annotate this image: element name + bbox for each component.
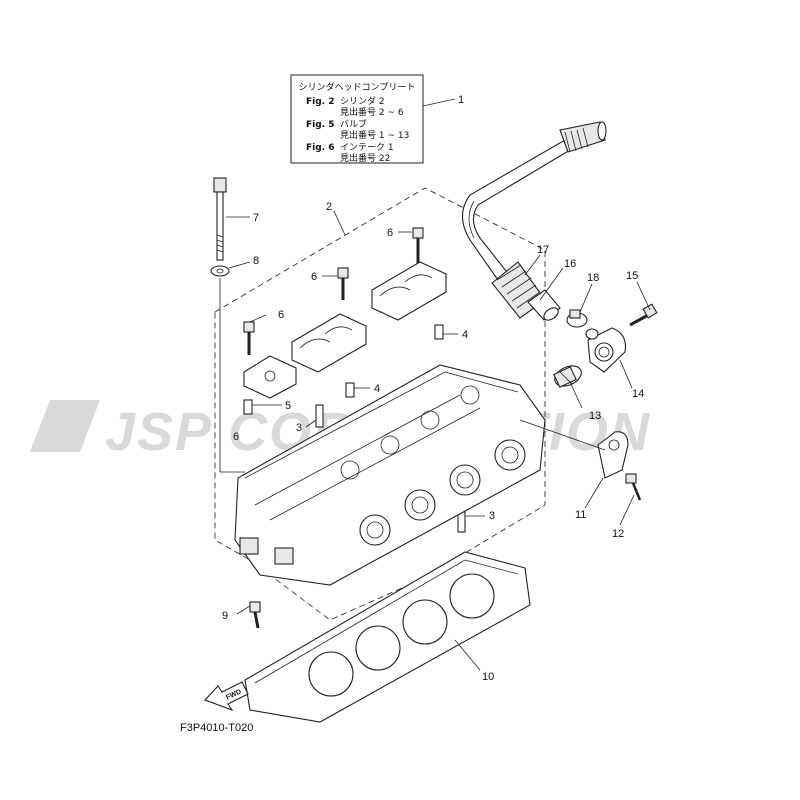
callout-6-a: 6 xyxy=(387,227,393,239)
thermostat xyxy=(553,365,582,388)
callout-17: 17 xyxy=(537,244,549,256)
callout-8: 8 xyxy=(253,255,259,267)
hose-clamp xyxy=(566,309,588,328)
callout-3-a: 3 xyxy=(296,422,302,434)
legend-row-1-ref: 見出番号 2 ~ 6 xyxy=(340,106,404,118)
legend-box: シリンダヘッドコンプリート Fig. 2 シリンダ 2 見出番号 2 ~ 6 F… xyxy=(290,74,424,164)
callout-13: 13 xyxy=(589,410,601,422)
callout-10: 10 xyxy=(482,671,494,683)
legend-row-3-name: インテーク 1 xyxy=(340,142,394,153)
legend-row-1-name: シリンダ 2 xyxy=(340,95,385,107)
callout-7: 7 xyxy=(253,212,259,224)
callout-18: 18 xyxy=(587,272,599,284)
callout-4-b: 4 xyxy=(374,383,380,395)
callout-2: 2 xyxy=(326,201,332,213)
long-bolt xyxy=(213,177,227,261)
callout-6-d: 6 xyxy=(233,431,239,443)
washer xyxy=(210,265,230,277)
bracket xyxy=(597,431,629,479)
dowel-4-b xyxy=(345,382,355,398)
assembly-boundary xyxy=(214,187,546,621)
legend-row-3-fig: Fig. 6 xyxy=(306,143,335,153)
intake-pipe xyxy=(461,121,607,321)
cam-cap-b xyxy=(291,313,367,373)
callout-15: 15 xyxy=(626,270,638,282)
callout-1: 1 xyxy=(458,94,464,106)
bolt-9 xyxy=(249,601,261,629)
cam-cap-c xyxy=(243,355,297,399)
legend-title: シリンダヘッドコンプリート xyxy=(299,81,416,93)
leader-washer-head xyxy=(219,278,245,473)
dowel-4-a xyxy=(434,324,444,340)
fwd-arrow: FWD xyxy=(204,681,249,712)
callout-11: 11 xyxy=(575,509,586,521)
head-gasket xyxy=(244,551,531,723)
pin-3-a xyxy=(315,404,324,428)
callout-3-b: 3 xyxy=(489,510,495,522)
legend-row-3-ref: 見出番号 22 xyxy=(340,152,390,164)
leader-lines xyxy=(226,98,651,671)
bolt-6-c xyxy=(243,321,255,355)
cylinder-head xyxy=(234,364,546,586)
callout-9: 9 xyxy=(222,610,228,622)
callout-6-b: 6 xyxy=(311,271,317,283)
bolt-6-a xyxy=(412,227,424,265)
legend-row-2-ref: 見出番号 1 ~ 13 xyxy=(340,129,409,141)
bolt-12 xyxy=(625,473,642,501)
callout-5: 5 xyxy=(285,400,291,412)
callout-4-a: 4 xyxy=(462,329,468,341)
callout-numbers: 1 2 3 3 4 4 5 6 6 6 6 7 8 9 10 11 12 13 … xyxy=(222,94,644,683)
callout-14: 14 xyxy=(632,388,644,400)
callout-16: 16 xyxy=(564,258,576,270)
legend-row-2-fig: Fig. 5 xyxy=(306,120,335,130)
cam-cap-a xyxy=(371,261,447,321)
bolt-6-b xyxy=(337,267,349,300)
callout-12: 12 xyxy=(612,528,624,540)
pin-3-b xyxy=(457,511,466,533)
bolt-15 xyxy=(629,303,658,327)
thermostat-cover xyxy=(585,327,627,373)
callout-6-c: 6 xyxy=(278,309,284,321)
drawing-code: F3P4010-T020 xyxy=(180,722,253,734)
legend-row-1-fig: Fig. 2 xyxy=(306,97,335,107)
dowel-5 xyxy=(243,399,253,415)
legend-row-2-name: バルブ xyxy=(340,118,367,130)
